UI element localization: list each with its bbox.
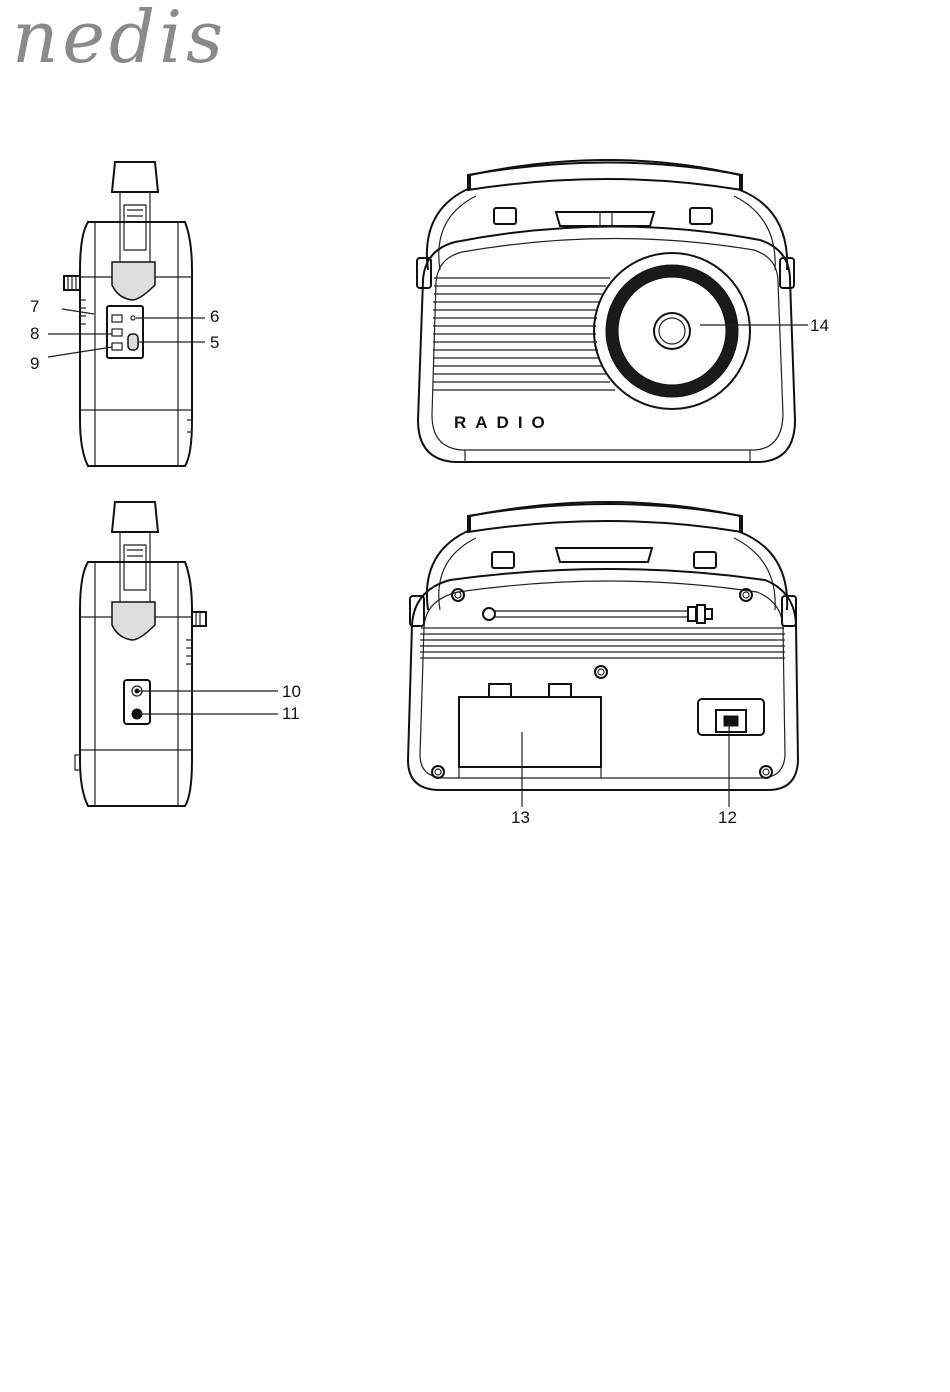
callout-8: 8	[30, 324, 39, 343]
back-view	[408, 502, 798, 790]
front-view: RADIO	[417, 160, 795, 462]
callout-11: 11	[282, 704, 300, 723]
side-view-right	[75, 502, 206, 806]
callout-7: 7	[30, 297, 39, 316]
callout-13: 13	[511, 808, 530, 827]
callout-5: 5	[210, 333, 219, 352]
radio-marking: RADIO	[454, 413, 554, 432]
callout-12: 12	[718, 808, 737, 827]
callout-6: 6	[210, 307, 219, 326]
side-view-left	[64, 162, 192, 466]
callout-9: 9	[30, 354, 39, 373]
callout-14: 14	[810, 316, 829, 335]
callout-10: 10	[282, 682, 301, 701]
